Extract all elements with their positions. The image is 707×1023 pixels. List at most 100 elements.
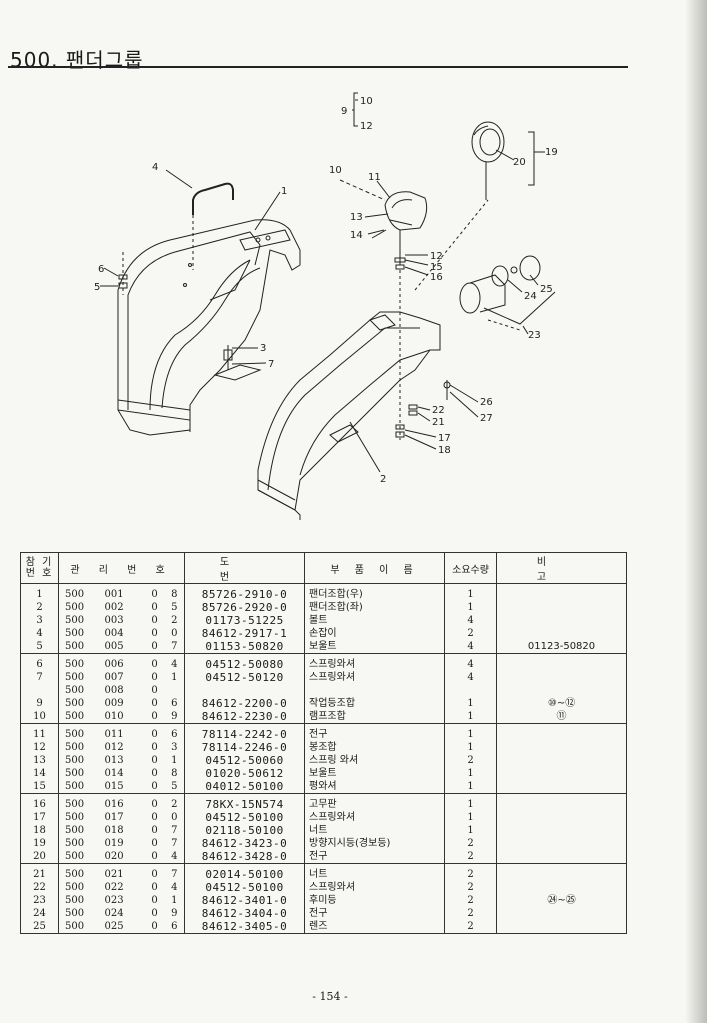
mgmt-code-1: 500 [65, 838, 85, 849]
mgmt-code-2: 023 [104, 895, 124, 906]
row-number: 16 [20, 793, 59, 811]
remarks [496, 811, 628, 824]
part-name: 너트 [304, 863, 446, 881]
row-number: 9 [20, 697, 59, 710]
drawing-number: 84612-3404-0 [184, 907, 306, 920]
drawing-number: 04012-50100 [184, 780, 306, 794]
mgmt-code-4: 8 [164, 767, 186, 780]
remarks: ⑩~⑫ [496, 697, 628, 710]
mgmt-code-1: 500 [58, 920, 101, 934]
mgmt-code-1: 500 [65, 755, 85, 766]
part-name: 고무판 [304, 793, 446, 811]
part-name: 램프조합 [304, 710, 446, 724]
remarks [496, 780, 628, 794]
part-name: 스프링와셔 [304, 811, 446, 824]
mgmt-code-1: 500 [65, 729, 85, 740]
part-name: 손잡이 [304, 627, 446, 640]
mgmt-code-1: 500 [58, 850, 101, 864]
callout-6: 6 [98, 264, 104, 275]
callout-15: 15 [430, 262, 443, 273]
callout-12-top: 12 [360, 121, 373, 132]
mgmt-code-1: 500 [65, 659, 85, 670]
quantity [444, 684, 498, 697]
mgmt-code-4: 6 [164, 723, 186, 741]
remarks: 01123-50820 [496, 640, 628, 654]
drawing-number: 84612-3401-0 [184, 894, 306, 907]
remarks [496, 920, 628, 934]
drawing-number [184, 684, 306, 697]
mgmt-code-1: 500 [65, 742, 85, 753]
remarks [496, 627, 628, 640]
row-number: 10 [20, 710, 59, 724]
mgmt-code-1: 500 [65, 589, 85, 600]
part-name: 평와셔 [304, 780, 446, 794]
col-header-qty: 소요수량 [444, 552, 498, 584]
mgmt-code-3: 0 [151, 742, 158, 753]
mgmt-code-3: 0 [151, 869, 158, 880]
mgmt-code-2: 009 [104, 698, 124, 709]
mgmt-code-2: 017 [104, 812, 124, 823]
part-name: 너트 [304, 824, 446, 837]
mgmt-code-4: 2 [164, 793, 186, 811]
mgmt-code-1: 500 [65, 908, 85, 919]
mgmt-code-3: 0 [144, 710, 165, 724]
remarks: ㉔~㉕ [496, 894, 628, 907]
row-number: 20 [20, 850, 59, 864]
quantity: 1 [444, 767, 498, 780]
mgmt-code-1: 500 [65, 812, 85, 823]
callout-10: 10 [329, 165, 342, 176]
remarks [496, 881, 628, 894]
mgmt-code-4: 8 [164, 583, 186, 601]
turn-signal-lamp [471, 121, 505, 163]
callout-23: 23 [528, 330, 541, 341]
drawing-number: 02118-50100 [184, 824, 306, 837]
part-name: 봉조합 [304, 741, 446, 754]
mgmt-code-4: 1 [164, 754, 186, 767]
mgmt-code-4: 7 [164, 863, 186, 881]
mgmt-code-3: 0 [151, 882, 158, 893]
drawing-number: 01153-50820 [184, 640, 306, 654]
callout-24: 24 [524, 291, 537, 302]
mgmt-code-2: 025 [100, 920, 145, 934]
mgmt-code-4: 0 [164, 627, 186, 640]
drawing-number: 78KX-15N574 [184, 793, 306, 811]
drawing-number: 78114-2242-0 [184, 723, 306, 741]
drawing-number: 84612-2230-0 [184, 710, 306, 724]
mgmt-code-1: 500 [65, 615, 85, 626]
mgmt-code-3: 0 [151, 615, 158, 626]
quantity: 2 [444, 881, 498, 894]
drawing-number: 04512-50100 [184, 811, 306, 824]
mgmt-code-3: 0 [151, 895, 158, 906]
mgmt-code-1: 500 [65, 895, 85, 906]
drawing-number: 04512-50060 [184, 754, 306, 767]
row-number: 13 [20, 754, 59, 767]
mgmt-code-3: 0 [151, 672, 158, 683]
row-number: 3 [20, 614, 59, 627]
mgmt-code-2: 002 [104, 602, 124, 613]
callout-14: 14 [350, 230, 363, 241]
quantity: 4 [444, 614, 498, 627]
drawing-number: 02014-50100 [184, 863, 306, 881]
mgmt-code-3: 0 [144, 850, 165, 864]
row-number: 25 [20, 920, 59, 934]
exploded-parts-diagram: 4 1 6 5 3 7 2 10 9 12 10 11 13 14 12 15 … [94, 92, 558, 520]
part-name: 후미등 [304, 894, 446, 907]
col-header-name: 부 품 이 름 [304, 552, 446, 584]
mgmt-code-4: 5 [164, 780, 186, 794]
remarks [496, 723, 628, 741]
quantity: 1 [444, 583, 498, 601]
remarks: ⑪ [496, 710, 628, 724]
mgmt-code-4: 4 [164, 653, 186, 671]
mgmt-code-4: 1 [164, 894, 186, 907]
mgmt-code-4: 2 [164, 614, 186, 627]
callout-16: 16 [430, 272, 443, 283]
callout-7: 7 [268, 359, 274, 370]
remarks [496, 601, 628, 614]
row-number [20, 684, 59, 697]
